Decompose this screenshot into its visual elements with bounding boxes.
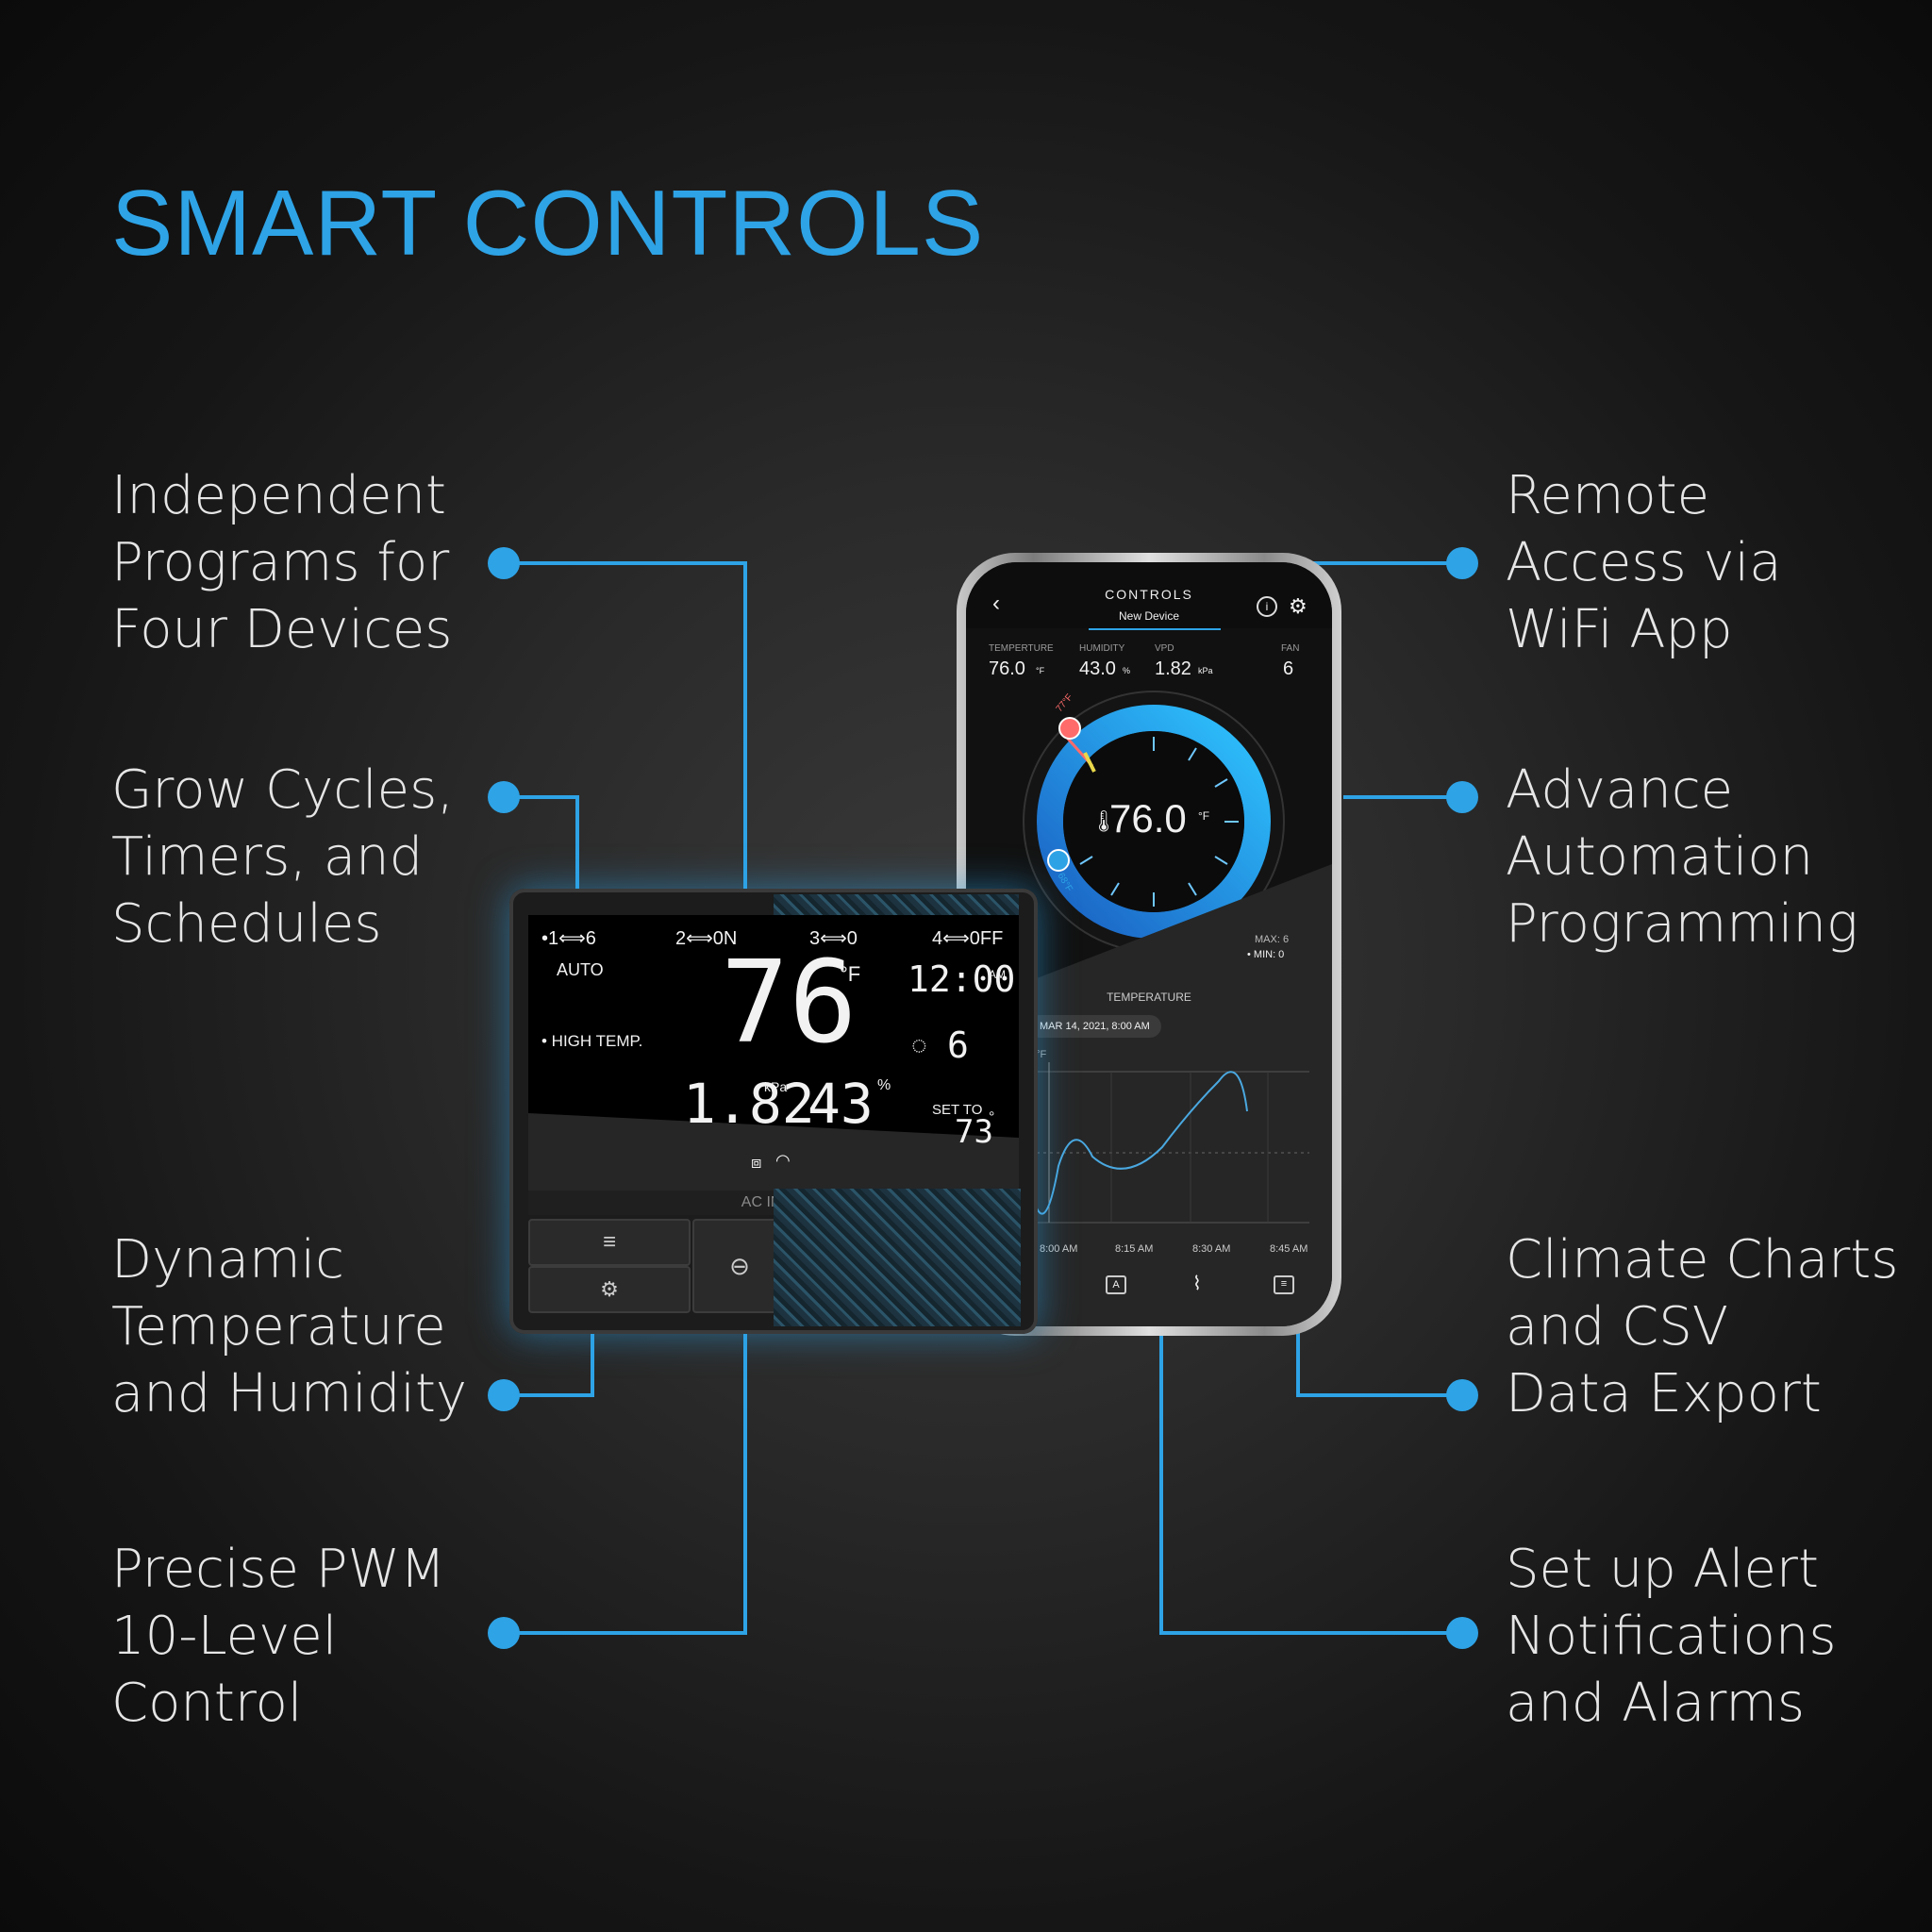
mode-label: AUTO	[557, 960, 604, 979]
set-to-label: SET TO	[932, 1102, 983, 1118]
fan-icon: ◌	[911, 1030, 927, 1059]
controller-device: •1⟺6 2⟺0N 3⟺0 4⟺0FF AUTO • HIGH TEMP. 76…	[509, 889, 1038, 1334]
phone-header-title: CONTROLS	[1105, 587, 1193, 602]
chart-time-2: 8:30 AM	[1192, 1243, 1231, 1255]
stat-label-fan: FAN	[1281, 643, 1300, 654]
temperature-unit: °F	[840, 962, 861, 986]
clock-suffix: AM	[989, 968, 1006, 981]
vpd-unit: kPa	[764, 1079, 788, 1094]
connector-line-left-4	[504, 1332, 747, 1635]
connector-line-right-3	[1296, 1330, 1462, 1397]
feature-dot-left-2	[488, 781, 520, 813]
thermometer-icon: 🌡	[1091, 809, 1117, 833]
chart-tooltip: MAR 14, 2021, 8:00 AM	[1028, 1015, 1161, 1038]
feature-dot-right-3	[1446, 1379, 1478, 1411]
temperature-line-chart	[1030, 1062, 1309, 1224]
stat-value-humidity: 43.0	[1079, 658, 1116, 679]
chart-time-0: 8:00 AM	[1040, 1243, 1078, 1255]
port-2-status: 2⟺0N	[675, 928, 738, 949]
select-button[interactable]: ⊖	[692, 1219, 787, 1313]
page-title: SMART CONTROLS	[111, 171, 985, 275]
nav-a-icon[interactable]: A	[1106, 1275, 1126, 1294]
gear-icon[interactable]: ⚙	[1289, 594, 1307, 618]
phone-header	[966, 562, 1332, 628]
feature-dot-left-1	[488, 547, 520, 579]
chart-title: TEMPERATURE	[1107, 991, 1191, 1004]
gauge-value: 76.0	[1109, 796, 1187, 841]
stat-label-humidity: HUMIDITY	[1079, 643, 1125, 654]
stat-unit-humidity: %	[1123, 666, 1131, 675]
circuit-board-image-lower	[774, 1189, 1021, 1326]
connector-line-left-3	[504, 1332, 594, 1397]
back-icon[interactable]: ‹	[992, 591, 1000, 616]
info-icon[interactable]: i	[1257, 596, 1277, 617]
wifi-icon: ◠	[775, 1151, 791, 1170]
stat-value-fan: 6	[1283, 658, 1294, 679]
controller-lower-panel	[528, 1113, 1019, 1209]
chip-icon: ⧈	[751, 1153, 762, 1172]
phone-lower-panel	[966, 864, 1332, 1326]
stat-value-temperature: 76.0	[989, 658, 1025, 679]
clock-readout: 12:00	[908, 958, 1016, 1000]
alert-label: • HIGH TEMP.	[541, 1032, 643, 1050]
set-to-unit: °	[989, 1109, 995, 1125]
humidity-readout: 43	[808, 1072, 874, 1136]
circuit-board-image	[774, 894, 1019, 915]
vpd-readout: 1.82	[683, 1072, 815, 1136]
fan-max-label: MAX: 6	[1255, 934, 1290, 945]
gauge-high-handle[interactable]	[1058, 717, 1081, 740]
port-4-status: 4⟺0FF	[932, 928, 1004, 949]
port-3-status: 3⟺0	[809, 928, 858, 949]
controller-screen: •1⟺6 2⟺0N 3⟺0 4⟺0FF AUTO • HIGH TEMP. 76…	[528, 915, 1019, 1209]
chart-time-1: 8:15 AM	[1115, 1243, 1154, 1255]
fan-level-readout: 6	[947, 1024, 969, 1066]
gauge-unit: °F	[1198, 809, 1210, 823]
feature-dot-left-3	[488, 1379, 520, 1411]
chart-time-3: 8:45 AM	[1270, 1243, 1308, 1255]
controller-buttons: ≡ ⚙ ⊖	[528, 1219, 1019, 1323]
stat-unit-temperature: °F	[1036, 666, 1045, 675]
tab-underline	[1089, 628, 1221, 630]
phone-device: ‹ CONTROLS New Device i ⚙ TEMPERTURE 76.…	[957, 553, 1341, 1336]
nav-chart-icon[interactable]: ⌇	[1192, 1274, 1202, 1294]
connector-line-left-1	[504, 561, 747, 896]
settings-button[interactable]: ⚙	[528, 1266, 691, 1313]
feature-dot-right-2	[1446, 781, 1478, 813]
feature-dot-right-1	[1446, 547, 1478, 579]
feature-dot-right-4	[1446, 1617, 1478, 1649]
stat-label-vpd: VPD	[1155, 643, 1174, 654]
set-to-value: 73	[955, 1113, 993, 1151]
stat-unit-vpd: kPa	[1198, 666, 1213, 675]
stat-value-vpd: 1.82	[1155, 658, 1191, 679]
port-1-status: •1⟺6	[541, 928, 596, 949]
stat-label-temperature: TEMPERTURE	[989, 643, 1054, 654]
connector-line-left-2	[504, 795, 579, 896]
nav-list-icon[interactable]: ≡	[1274, 1275, 1294, 1294]
temperature-readout: 76	[721, 938, 858, 1069]
connector-line-right-4	[1159, 1332, 1462, 1635]
gauge-low-handle[interactable]	[1047, 849, 1070, 872]
humidity-unit: %	[877, 1077, 891, 1093]
fan-min-label: • MIN: 0	[1247, 949, 1285, 960]
feature-dot-left-4	[488, 1617, 520, 1649]
phone-header-subtitle[interactable]: New Device	[1118, 609, 1180, 623]
menu-button[interactable]: ≡	[528, 1219, 691, 1266]
